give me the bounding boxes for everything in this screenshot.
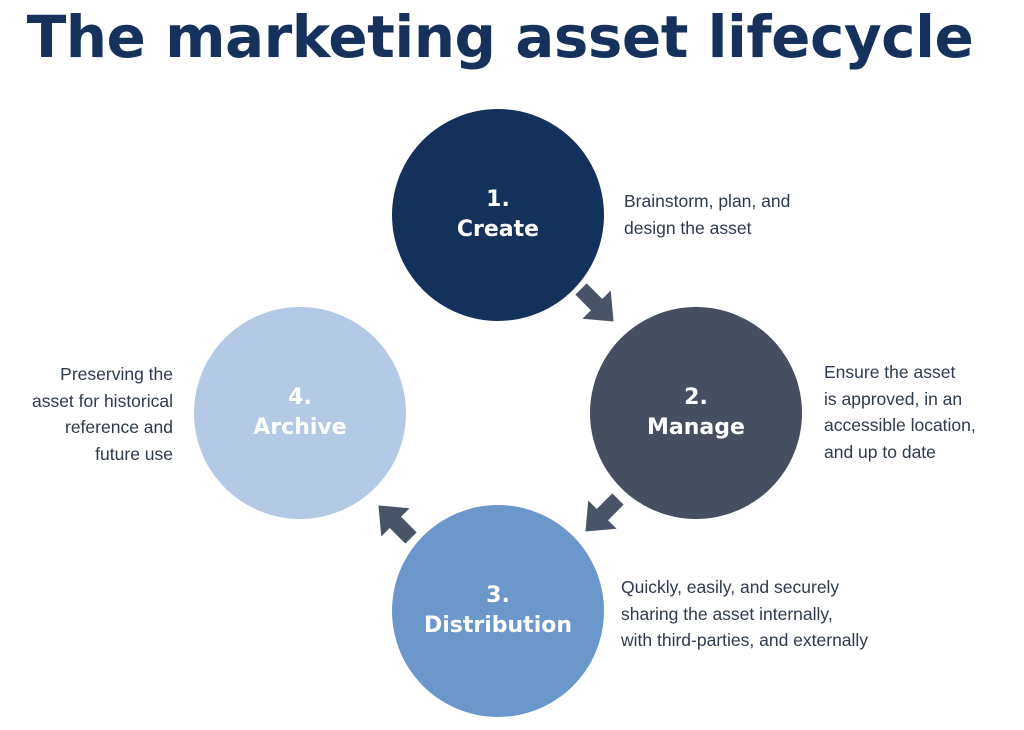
step-distribution-description: Quickly, easily, and securely sharing th… bbox=[621, 577, 869, 650]
step-create-circle: 1. Create bbox=[392, 109, 604, 321]
step-distribution-number: 3. bbox=[486, 583, 510, 608]
step-distribution-circle: 3. Distribution bbox=[392, 505, 604, 717]
step-archive-circle: 4. Archive bbox=[194, 307, 406, 519]
step-manage-description: Ensure the asset is approved, in an acce… bbox=[824, 362, 976, 462]
step-create-number: 1. bbox=[486, 187, 510, 212]
diagram-title: The marketing asset lifecycle bbox=[26, 3, 974, 71]
arrow-manage-to-distribution-icon bbox=[585, 493, 624, 532]
step-manage-number: 2. bbox=[684, 385, 708, 410]
step-distribution-label: Distribution bbox=[423, 613, 573, 638]
step-archive-number: 4. bbox=[288, 385, 312, 410]
step-manage-circle: 2. Manage bbox=[590, 307, 802, 519]
step-archive-description: Preserving the asset for historical refe… bbox=[31, 364, 173, 464]
step-create-description: Brainstorm, plan, and design the asset bbox=[624, 191, 791, 238]
step-archive-label: Archive bbox=[253, 415, 347, 440]
step-create-label: Create bbox=[456, 217, 540, 242]
step-manage-label: Manage bbox=[647, 415, 745, 440]
